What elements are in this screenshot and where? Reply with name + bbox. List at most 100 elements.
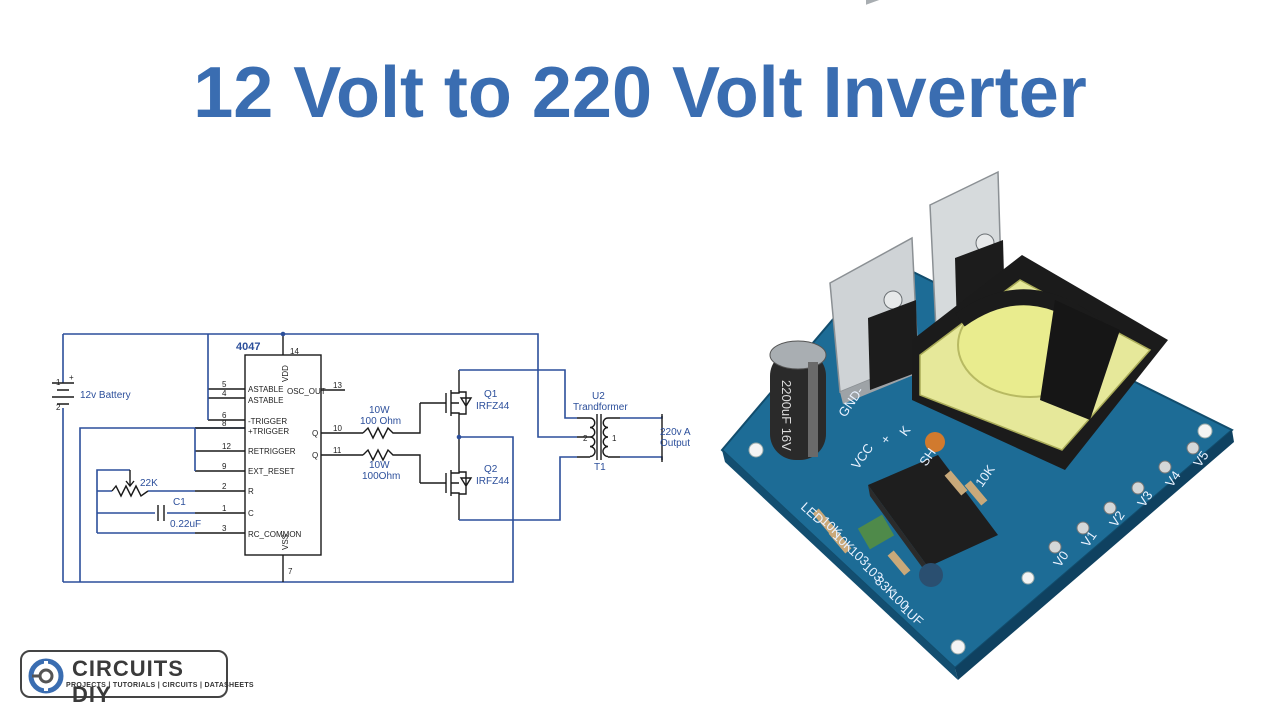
- dip-ic: [868, 455, 998, 578]
- svg-text:SH: SH: [916, 445, 939, 468]
- svg-text:4: 4: [222, 389, 227, 398]
- svg-text:VCC: VCC: [848, 441, 876, 472]
- ic-name: 4047: [236, 341, 260, 353]
- svg-text:11: 11: [333, 446, 342, 455]
- svg-text:10K: 10K: [972, 462, 998, 490]
- svg-text:-TRIGGER: -TRIGGER: [248, 417, 287, 426]
- heatsink-right: [929, 170, 1003, 332]
- svg-text:ASTABLE: ASTABLE: [248, 385, 283, 394]
- pcb-board-edge: [955, 430, 1234, 680]
- svg-text:9: 9: [222, 462, 227, 471]
- svg-text:EXT_RESET: EXT_RESET: [248, 467, 295, 476]
- mosfet-packages: [868, 240, 1005, 390]
- svg-text:33K: 33K: [872, 573, 899, 600]
- svg-text:10: 10: [333, 424, 342, 433]
- r2-value: 100Ohm: [362, 471, 400, 482]
- svg-text:10K: 10K: [818, 513, 845, 540]
- svg-text:13: 13: [333, 381, 342, 390]
- cap-c1-ref: C1: [173, 497, 186, 508]
- pot-wiper: [125, 470, 135, 488]
- svg-text:Q: Q: [312, 429, 318, 438]
- transformer-ref: U2: [592, 391, 605, 402]
- transformer-t1: [577, 414, 620, 460]
- inverter-schematic: 4047 14 VDD 7 VSS 5 ASTABLE 4 ASTABLE 6 …: [52, 331, 691, 583]
- svg-text:1: 1: [222, 504, 227, 513]
- svg-text:V0: V0: [1050, 548, 1071, 570]
- junction-dot: [456, 434, 462, 440]
- battery-symbol: + 1 2: [52, 373, 74, 412]
- drain-q1-wire: [459, 369, 577, 419]
- pot-label: 22K: [140, 478, 158, 489]
- svg-text:10K: 10K: [830, 528, 857, 555]
- svg-text:103: 103: [846, 543, 872, 569]
- svg-text:12: 12: [222, 442, 231, 451]
- svg-text:8: 8: [222, 419, 227, 428]
- svg-text:2: 2: [56, 403, 61, 412]
- svg-text:+: +: [877, 432, 894, 447]
- transformer-pin1: 1: [612, 434, 617, 443]
- svg-text:+TRIGGER: +TRIGGER: [248, 427, 289, 436]
- ic-pin-bottom-num: 7: [288, 567, 293, 576]
- svg-text:V4: V4: [1162, 468, 1183, 490]
- silkscreen-labels: GND- VCC + K SH LED 10K 10K 103 103 33K …: [798, 384, 1212, 629]
- output-line2: Output: [660, 438, 690, 449]
- resistor-r2: [362, 448, 421, 483]
- mounting-holes: [748, 423, 1213, 655]
- circuit-logo-icon: [28, 658, 64, 694]
- q2-part: IRFZ44: [476, 476, 510, 487]
- transformer-tref: T1: [594, 462, 606, 473]
- junction-dot: [280, 331, 286, 337]
- cap-c1-value: 0.22uF: [170, 519, 201, 530]
- svg-text:ASTABLE: ASTABLE: [248, 396, 283, 405]
- svg-text:100: 100: [886, 587, 912, 613]
- top-rail-wire: [63, 333, 577, 438]
- r2-power: 10W: [369, 460, 390, 471]
- drain-q2-wire: [459, 456, 577, 521]
- output-wire: [620, 416, 663, 460]
- header-pads: [1048, 441, 1200, 554]
- svg-text:V2: V2: [1106, 508, 1127, 530]
- trigger-loop-wire: [79, 427, 245, 582]
- svg-text:K: K: [896, 423, 913, 439]
- pcb-board: [720, 256, 1234, 670]
- svg-text:RC_COMMON: RC_COMMON: [248, 530, 302, 539]
- ic-vdd-label: VDD: [281, 365, 290, 382]
- svg-text:1: 1: [56, 378, 61, 387]
- transformer-pin2: 2: [583, 434, 588, 443]
- resistor-r1: [362, 403, 421, 440]
- svg-text:2: 2: [222, 482, 227, 491]
- mosfet-q1: [420, 370, 473, 437]
- bottom-rail-wire: [63, 436, 514, 583]
- logo-tagline: PROJECTS | TUTORIALS | CIRCUITS | DATASH…: [66, 682, 254, 689]
- svg-text:R: R: [248, 487, 254, 496]
- svg-text:C: C: [248, 509, 254, 518]
- pcb-board-edge: [722, 450, 958, 680]
- svg-text:+: +: [69, 373, 74, 382]
- q1-ref: Q1: [484, 389, 498, 400]
- svg-text:6: 6: [222, 411, 227, 420]
- cap-c1-plates: [157, 505, 165, 521]
- ic-left-pins: [195, 388, 245, 534]
- svg-text:103: 103: [860, 559, 886, 585]
- q1-part: IRFZ44: [476, 401, 510, 412]
- pot-wire: [96, 469, 195, 534]
- svg-text:V5: V5: [1190, 448, 1211, 470]
- ic-right-pins: [321, 389, 363, 456]
- pot-resistor-zigzag: [111, 484, 149, 498]
- page-title: 12 Volt to 220 Volt Inverter: [193, 53, 1087, 133]
- electrolytic-capacitor: 2200uF 16V: [769, 340, 827, 460]
- svg-text:Q: Q: [312, 451, 318, 460]
- circuits-diy-logo[interactable]: CIRCUITS DIY PROJECTS | TUTORIALS | CIRC…: [20, 650, 254, 707]
- q2-ref: Q2: [484, 464, 498, 475]
- svg-text:LED: LED: [798, 499, 827, 527]
- svg-text:1UF: 1UF: [898, 601, 926, 629]
- r1-value: 100 Ohm: [360, 416, 401, 427]
- transformer-core: [912, 255, 1168, 470]
- transformer-name: Trandformer: [573, 402, 628, 413]
- svg-text:GND-: GND-: [835, 384, 866, 420]
- ic-pin-top-num: 14: [290, 347, 299, 356]
- svg-text:5: 5: [222, 380, 227, 389]
- battery-label: 12v Battery: [80, 390, 131, 401]
- svg-text:V1: V1: [1078, 528, 1099, 550]
- capacitor-text: 2200uF 16V: [779, 380, 794, 451]
